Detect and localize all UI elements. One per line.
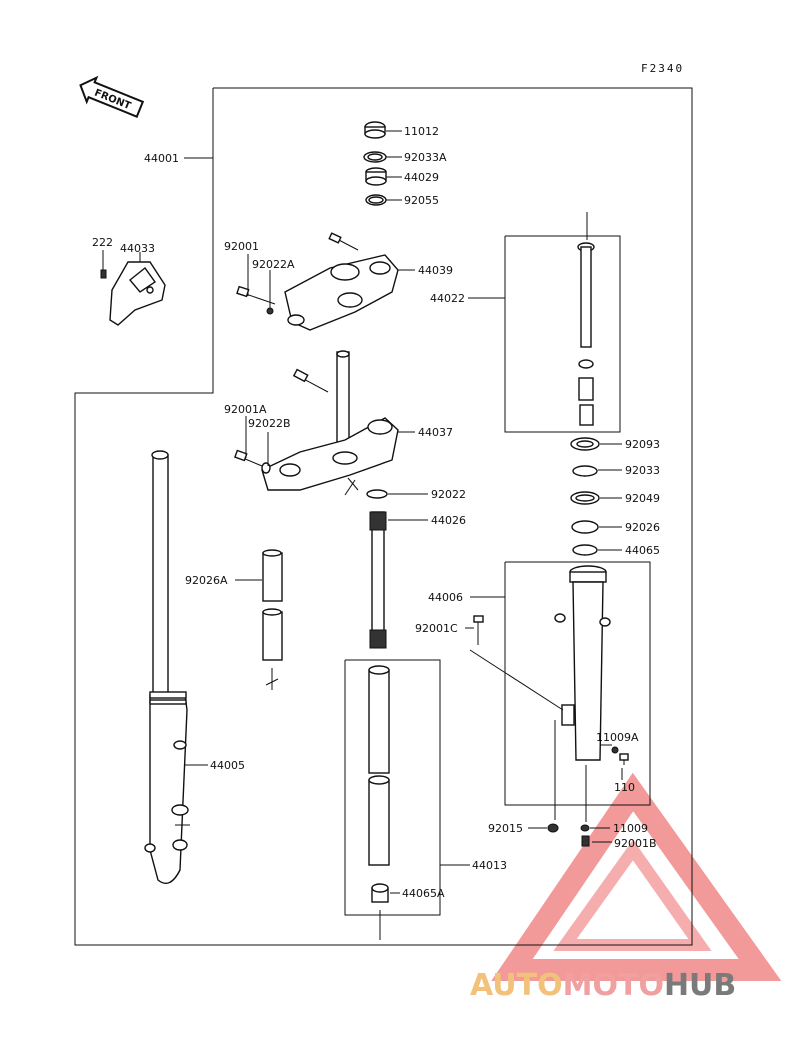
label-92055: 92055 bbox=[404, 194, 439, 207]
label-92033: 92033 bbox=[625, 464, 660, 477]
label-92033A: 92033A bbox=[404, 151, 447, 164]
watermark-text: AUTOMOTOHUB bbox=[470, 968, 736, 1003]
inner-tube-44013 bbox=[368, 665, 390, 940]
label-92026A: 92026A bbox=[185, 574, 228, 587]
label-92001C: 92001C bbox=[415, 622, 458, 635]
label-44022: 44022 bbox=[430, 292, 465, 305]
label-44026: 44026 bbox=[431, 514, 466, 527]
part-labels: 11012 92033A 44029 92055 44001 222 44033… bbox=[92, 125, 660, 900]
label-92001: 92001 bbox=[224, 240, 259, 253]
fork-leg-box bbox=[504, 561, 651, 806]
label-44033: 44033 bbox=[120, 242, 155, 255]
watermark-auto: AUTO bbox=[470, 968, 563, 1003]
bottom-small-parts bbox=[547, 823, 590, 847]
label-92093: 92093 bbox=[625, 438, 660, 451]
label-44039: 44039 bbox=[418, 264, 453, 277]
label-11009A: 11009A bbox=[596, 731, 639, 744]
fork-leg-44006 bbox=[469, 565, 629, 822]
label-44065A: 44065A bbox=[402, 887, 445, 900]
watermark-triangle bbox=[491, 772, 782, 981]
label-44013: 44013 bbox=[472, 859, 507, 872]
label-11012: 11012 bbox=[404, 125, 439, 138]
label-92022: 92022 bbox=[431, 488, 466, 501]
bracket-44033 bbox=[100, 250, 166, 326]
label-44005: 44005 bbox=[210, 759, 245, 772]
figure-code: F2340 bbox=[641, 62, 684, 75]
label-92001B: 92001B bbox=[614, 837, 657, 850]
assembly-boundary bbox=[74, 87, 693, 946]
label-92015: 92015 bbox=[488, 822, 523, 835]
label-92001A: 92001A bbox=[224, 403, 267, 416]
fork-leg-44005 bbox=[144, 450, 190, 884]
label-92026: 92026 bbox=[625, 521, 660, 534]
label-11009: 11009 bbox=[613, 822, 648, 835]
label-44001: 44001 bbox=[144, 152, 179, 165]
front-arrow: FRONT bbox=[79, 75, 145, 118]
label-44006: 44006 bbox=[428, 591, 463, 604]
spacer-92026A bbox=[262, 549, 283, 690]
label-44037: 44037 bbox=[418, 426, 453, 439]
watermark: AUTOMOTOHUB bbox=[470, 772, 782, 1003]
label-44065: 44065 bbox=[625, 544, 660, 557]
damper-44022 bbox=[577, 212, 595, 426]
spring-44026 bbox=[344, 477, 388, 649]
label-92022B: 92022B bbox=[248, 417, 291, 430]
label-92049: 92049 bbox=[625, 492, 660, 505]
seals-stack bbox=[570, 437, 600, 556]
label-222: 222 bbox=[92, 236, 113, 249]
inner-tube-box bbox=[344, 659, 441, 916]
watermark-moto: MOTO bbox=[563, 968, 664, 1003]
label-92022A: 92022A bbox=[252, 258, 295, 271]
label-44029: 44029 bbox=[404, 171, 439, 184]
bolt-92001C bbox=[473, 615, 484, 645]
lower-bracket-44037 bbox=[234, 350, 399, 491]
damper-box bbox=[504, 235, 621, 433]
upper-bracket-44039 bbox=[236, 232, 399, 331]
watermark-hub: HUB bbox=[664, 968, 736, 1003]
top-cap-group bbox=[363, 121, 387, 206]
label-110: 110 bbox=[614, 781, 635, 794]
